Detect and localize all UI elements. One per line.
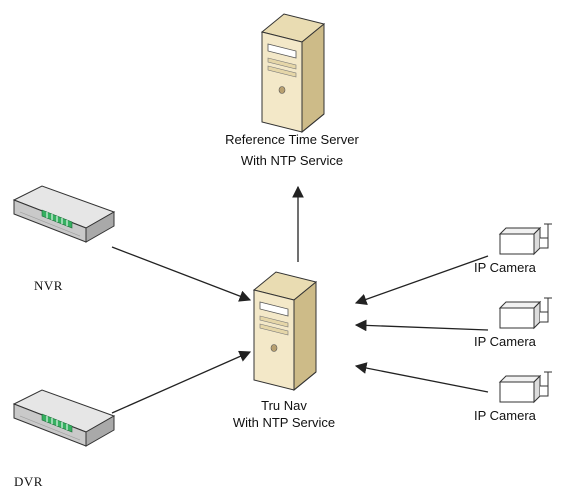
nvr-label: NVR	[34, 278, 63, 293]
ip-camera-label-1: IP Camera	[474, 260, 537, 275]
trunav-server-node: Tru Nav With NTP Service	[233, 271, 335, 430]
tower-server-icon	[261, 13, 325, 133]
ip-camera-icon	[499, 297, 553, 329]
reference-server-label-line1: Reference Time Server	[225, 132, 359, 147]
ip-camera-icon	[499, 223, 553, 255]
ip-camera-node-3: IP Camera	[474, 371, 553, 423]
reference-server-node: Reference Time Server With NTP Service	[225, 13, 359, 168]
ip-camera-node-2: IP Camera	[474, 297, 553, 349]
dvr-node: DVR	[13, 389, 115, 489]
tower-server-icon	[253, 271, 317, 391]
ip-camera-icon	[499, 371, 553, 403]
nvr-node: NVR	[13, 185, 115, 293]
ip-camera-label-2: IP Camera	[474, 334, 537, 349]
recorder-device-icon	[13, 185, 115, 243]
trunav-label-line2: With NTP Service	[233, 415, 335, 430]
recorder-device-icon	[13, 389, 115, 447]
trunav-label-line1: Tru Nav	[261, 398, 307, 413]
edge-dvr-to-trunav	[111, 350, 252, 414]
ip-camera-node-1: IP Camera	[474, 223, 553, 275]
edge-camera3-to-trunav	[354, 362, 489, 393]
dvr-label: DVR	[14, 474, 43, 489]
ip-camera-label-3: IP Camera	[474, 408, 537, 423]
edge-nvr-to-trunav	[111, 246, 252, 302]
edge-camera1-to-trunav	[354, 255, 489, 305]
reference-server-label-line2: With NTP Service	[241, 153, 343, 168]
edge-camera2-to-trunav	[354, 319, 489, 332]
